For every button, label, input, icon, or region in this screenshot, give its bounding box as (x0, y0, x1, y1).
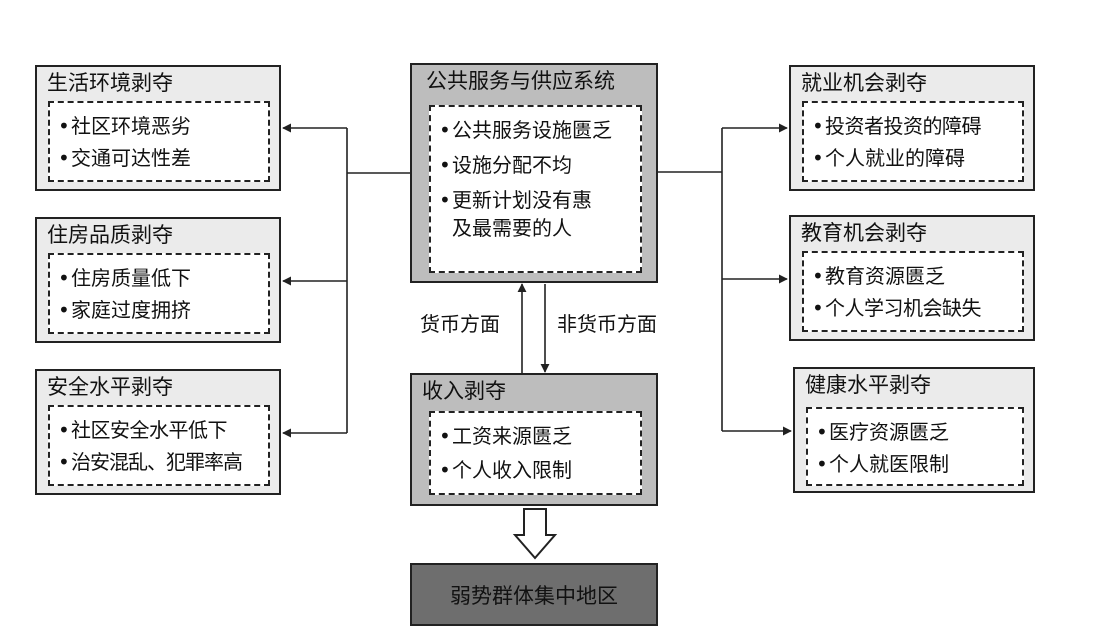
list-item: •设施分配不均 (439, 153, 572, 177)
education-opportunity-box: 教育机会剥夺 •教育资源匮乏 •个人学习机会缺失 (789, 215, 1035, 341)
list-item: •个人收入限制 (439, 458, 572, 482)
list-item: •更新计划没有惠 (439, 188, 592, 212)
list-item: •公共服务设施匮乏 (439, 118, 612, 142)
list-item: •社区安全水平低下 (58, 418, 228, 442)
list-item: •治安混乱、犯罪率高 (58, 450, 243, 474)
list-item: •投资者投资的障碍 (812, 114, 982, 138)
disadvantaged-area-box: 弱势群体集中地区 (410, 563, 658, 626)
non-monetary-label: 非货币方面 (557, 312, 657, 336)
housing-quality-title: 住房品质剥夺 (47, 223, 173, 247)
hollow-down-arrow (512, 508, 558, 560)
safety-level-box: 安全水平剥夺 •社区安全水平低下 •治安混乱、犯罪率高 (35, 369, 281, 495)
list-item-continuation: 及最需要的人 (452, 216, 572, 240)
housing-quality-items: •住房质量低下 •家庭过度拥挤 (48, 253, 270, 334)
health-level-title: 健康水平剥夺 (805, 373, 931, 397)
health-level-box: 健康水平剥夺 •医疗资源匮乏 •个人就医限制 (793, 367, 1035, 493)
education-opportunity-items: •教育资源匮乏 •个人学习机会缺失 (802, 251, 1024, 332)
list-item: •住房质量低下 (58, 266, 191, 290)
list-item: •家庭过度拥挤 (58, 298, 191, 322)
public-service-title: 公共服务与供应系统 (426, 69, 615, 93)
income-deprivation-title: 收入剥夺 (422, 379, 506, 403)
living-environment-box: 生活环境剥夺 •社区环境恶劣 •交通可达性差 (35, 65, 281, 191)
list-item: •交通可达性差 (58, 146, 191, 170)
living-environment-items: •社区环境恶劣 •交通可达性差 (48, 101, 270, 182)
housing-quality-box: 住房品质剥夺 •住房质量低下 •家庭过度拥挤 (35, 217, 281, 343)
employment-opportunity-items: •投资者投资的障碍 •个人就业的障碍 (802, 101, 1024, 182)
public-service-items: •公共服务设施匮乏 •设施分配不均 •更新计划没有惠 及最需要的人 (429, 105, 642, 273)
disadvantaged-area-label: 弱势群体集中地区 (450, 583, 618, 608)
public-service-box: 公共服务与供应系统 •公共服务设施匮乏 •设施分配不均 •更新计划没有惠 及最需… (410, 63, 658, 283)
list-item: •个人就医限制 (816, 452, 949, 476)
health-level-items: •医疗资源匮乏 •个人就医限制 (806, 407, 1024, 486)
list-item: •个人学习机会缺失 (812, 296, 982, 320)
monetary-label: 货币方面 (420, 312, 500, 336)
living-environment-title: 生活环境剥夺 (47, 71, 173, 95)
list-item: •教育资源匮乏 (812, 264, 945, 288)
income-deprivation-box: 收入剥夺 •工资来源匮乏 •个人收入限制 (410, 373, 658, 506)
safety-level-items: •社区安全水平低下 •治安混乱、犯罪率高 (48, 405, 270, 486)
safety-level-title: 安全水平剥夺 (47, 375, 173, 399)
list-item: •医疗资源匮乏 (816, 420, 949, 444)
education-opportunity-title: 教育机会剥夺 (801, 221, 927, 245)
employment-opportunity-title: 就业机会剥夺 (801, 71, 927, 95)
list-item: •社区环境恶劣 (58, 114, 191, 138)
list-item: •个人就业的障碍 (812, 146, 965, 170)
income-deprivation-items: •工资来源匮乏 •个人收入限制 (429, 411, 642, 495)
employment-opportunity-box: 就业机会剥夺 •投资者投资的障碍 •个人就业的障碍 (789, 65, 1035, 191)
list-item: •工资来源匮乏 (439, 424, 572, 448)
